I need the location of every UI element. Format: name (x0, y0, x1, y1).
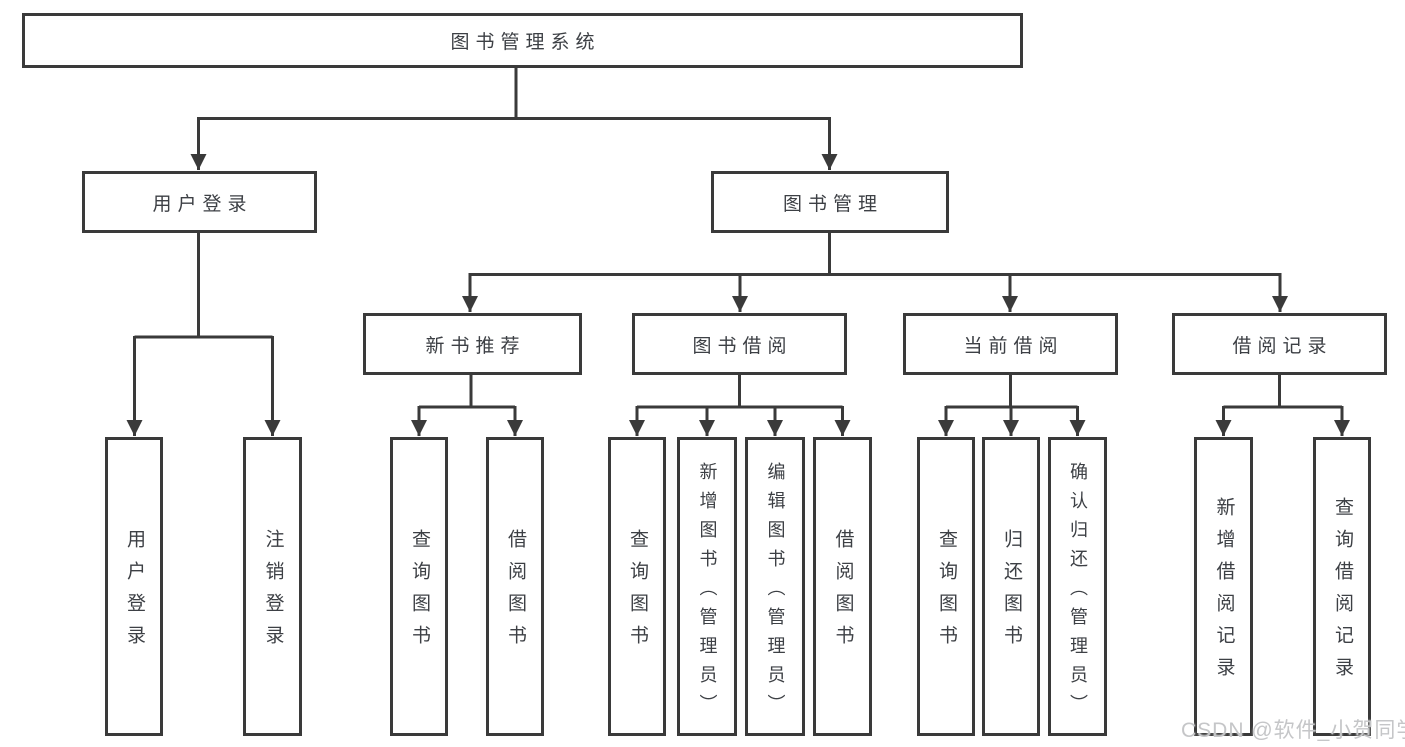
connector-line (1223, 375, 1342, 409)
leaf-add-books-admin-label: 新增图书（管理员） (697, 461, 718, 723)
leaf-borrow-query-books: 查询图书 (608, 437, 666, 736)
leaf-user-login: 用户登录 (105, 437, 163, 736)
node-new-book-recommend: 新书推荐 (363, 313, 582, 375)
leaf-logout-label: 注销登录 (262, 529, 284, 657)
node-user-login: 用户登录 (82, 171, 317, 233)
connector-line (134, 233, 273, 339)
node-borrow-records: 借阅记录 (1172, 313, 1387, 375)
csdn-watermark: CSDN @软件_小贺同学 (1181, 719, 1405, 742)
connector-line (198, 66, 830, 120)
node-book-management: 图书管理 (711, 171, 949, 233)
node-borrow-records-label: 借阅记录 (1232, 335, 1333, 357)
node-current-borrow: 当前借阅 (903, 313, 1118, 375)
node-current-borrow-label: 当前借阅 (963, 335, 1064, 357)
leaf-recommend-query-books-label: 查询图书 (408, 529, 430, 657)
leaf-return-books-label: 归还图书 (1000, 529, 1022, 657)
leaf-current-query-books-label: 查询图书 (935, 529, 957, 657)
leaf-recommend-query-books: 查询图书 (390, 437, 448, 736)
leaf-borrow-books-label: 借阅图书 (832, 529, 854, 657)
leaf-confirm-return-admin-label: 确认归还（管理员） (1067, 461, 1088, 723)
leaf-logout: 注销登录 (243, 437, 302, 736)
node-book-management-label: 图书管理 (782, 193, 883, 215)
node-user-login-label: 用户登录 (152, 193, 253, 215)
leaf-query-borrow-record: 查询借阅记录 (1313, 437, 1371, 736)
node-book-borrow: 图书借阅 (632, 313, 847, 375)
leaf-add-borrow-record-label: 新增借阅记录 (1213, 497, 1235, 689)
node-root: 图书管理系统 (22, 13, 1023, 68)
leaf-recommend-borrow-books: 借阅图书 (486, 437, 544, 736)
connector-line (946, 375, 1078, 409)
leaf-current-query-books: 查询图书 (917, 437, 975, 736)
leaf-recommend-borrow-books-label: 借阅图书 (504, 529, 526, 657)
leaf-return-books: 归还图书 (982, 437, 1040, 736)
leaf-edit-books-admin-label: 编辑图书（管理员） (765, 461, 786, 723)
leaf-user-login-label: 用户登录 (123, 529, 145, 657)
leaf-borrow-books: 借阅图书 (813, 437, 872, 736)
leaf-query-borrow-record-label: 查询借阅记录 (1331, 497, 1353, 689)
connector-line (637, 375, 843, 409)
node-root-label: 图书管理系统 (450, 32, 601, 53)
connector-line (419, 375, 515, 409)
leaf-edit-books-admin: 编辑图书（管理员） (745, 437, 805, 736)
connector-line (470, 233, 1280, 276)
leaf-confirm-return-admin: 确认归还（管理员） (1048, 437, 1107, 736)
leaf-borrow-query-books-label: 查询图书 (626, 529, 648, 657)
leaf-add-books-admin: 新增图书（管理员） (677, 437, 737, 736)
node-new-book-recommend-label: 新书推荐 (425, 335, 526, 357)
leaf-add-borrow-record: 新增借阅记录 (1194, 437, 1253, 736)
node-book-borrow-label: 图书借阅 (692, 335, 793, 357)
